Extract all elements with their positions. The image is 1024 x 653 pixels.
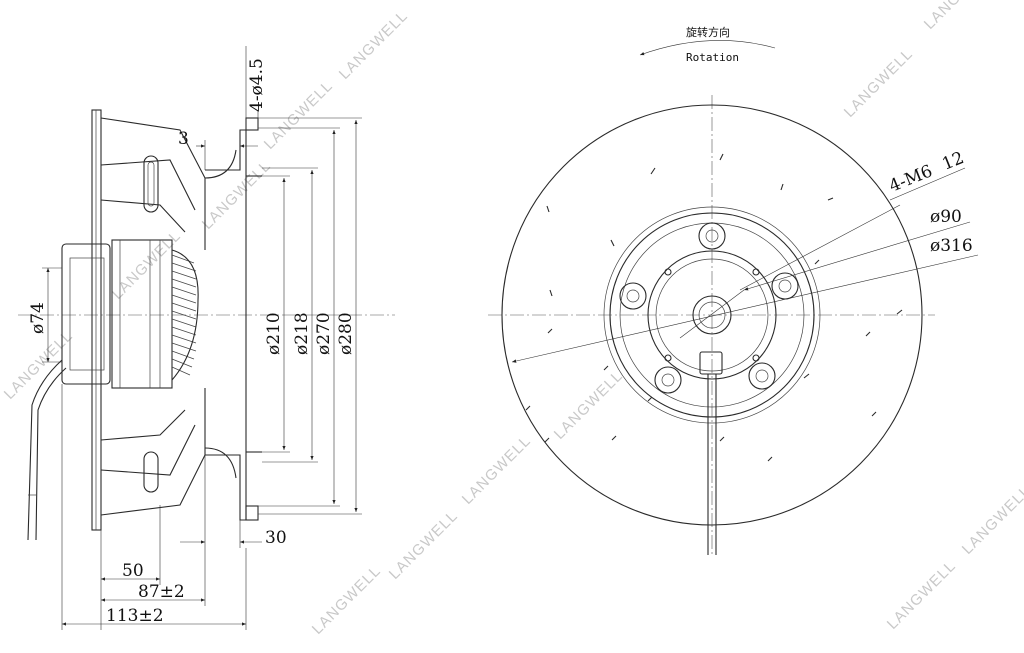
dim-depth-30: 30 [265,528,287,548]
watermark-text: LANGWELL [336,7,411,82]
dim-thread-depth: 12 [939,148,967,175]
dim-depth-50: 50 [122,561,144,581]
side-dimensions: ø210 ø218 ø270 ø280 4-ø4.5 3 ø74 30 [28,46,362,630]
dim-bolt-holes: 4-ø4.5 [247,58,267,112]
watermark-text: LANGWELL [1,327,76,402]
dim-motor-dia: ø74 [28,302,48,334]
dim-pitch-dia: ø270 [314,312,334,355]
cable [27,359,63,541]
motor-hub [647,250,777,380]
side-view [18,109,395,541]
upper-bracket [100,117,206,250]
inlet-ring [609,212,815,418]
watermark-layer: LANGWELL LANGWELL LANGWELL LANGWELL LANG… [1,0,1024,638]
dim-ring-dia: ø218 [292,312,312,355]
motor-body [61,243,111,385]
watermark-text: LANGWELL [551,367,626,442]
dim-depth-113: 113±2 [106,606,164,626]
watermark-text: LANGWELL [884,557,959,632]
lower-bracket [100,388,206,516]
watermark-text: LANGWELL [959,482,1024,557]
dim-inlet-dia: ø210 [264,312,284,355]
dim-flange-dia: ø280 [336,312,356,355]
watermark-text: LANGWELL [386,507,461,582]
watermark-text: LANGWELL [921,0,996,33]
front-view [488,95,935,555]
impeller-blades [171,249,199,381]
dim-depth-87: 87±2 [138,582,185,602]
mounting-flange [245,117,259,131]
watermark-text: LANGWELL [841,45,916,120]
watermark-text: LANGWELL [459,432,534,507]
rotation-arrow [639,40,776,56]
blade-slots [525,153,903,462]
mounting-lugs [619,222,799,394]
dim-outer-dia: ø316 [930,236,973,256]
dim-flange-gap: 3 [178,129,189,149]
dim-hub-dia: ø90 [930,207,962,227]
watermark-text: LANGWELL [309,562,384,637]
motor-backplate [91,109,102,531]
front-dimensions: 4-M6 12 ø90 ø316 旋转方向 Rotation [511,25,979,363]
rotation-label-cn: 旋转方向 [686,25,730,39]
shaft-boss [692,295,732,335]
cable-gland [699,351,723,375]
watermark-text: LANGWELL [261,77,336,152]
inlet-shroud [205,129,247,521]
watermark-text: LANGWELL [199,157,274,232]
impeller-outer-disc [501,104,923,526]
rotation-label-en: Rotation [686,51,739,64]
